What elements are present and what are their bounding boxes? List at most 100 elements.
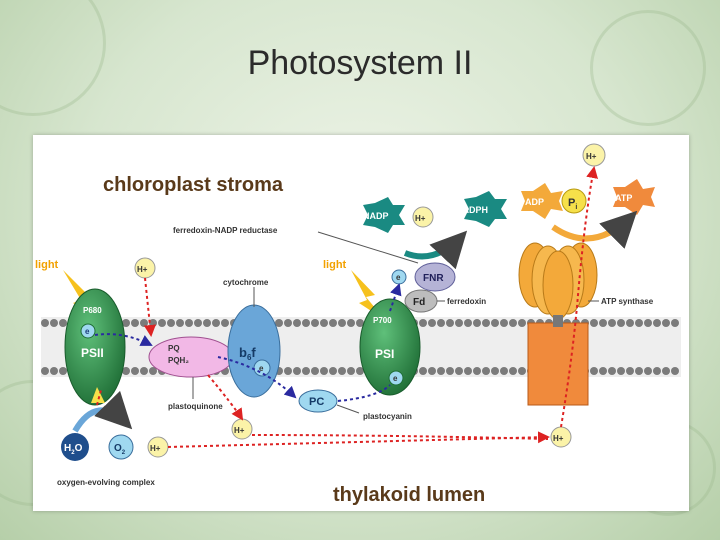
lipid-head	[662, 319, 670, 327]
lipid-head	[212, 319, 220, 327]
h-plus-stroma-nadp: H+	[412, 206, 434, 228]
lipid-head	[185, 319, 193, 327]
svg-text:light: light	[35, 259, 59, 271]
diagram-canvas: chloroplast stroma thylakoid lumen light…	[35, 143, 681, 506]
lipid-head	[662, 367, 670, 375]
label-cytochrome: cytochrome	[223, 278, 269, 287]
lipid-head	[599, 367, 607, 375]
svg-text:O2: O2	[114, 443, 126, 456]
lipid-head	[347, 367, 355, 375]
svg-text:light: light	[323, 259, 347, 271]
h-plus-lumen-right: H+	[550, 426, 572, 448]
lipid-head	[590, 367, 598, 375]
lipid-head	[455, 367, 463, 375]
lipid-head	[41, 319, 49, 327]
lipid-head	[221, 319, 229, 327]
lipid-head	[455, 319, 463, 327]
water-splitting-arrow	[72, 390, 133, 433]
lipid-head	[644, 319, 652, 327]
svg-text:e: e	[393, 374, 398, 383]
lipid-head	[491, 319, 499, 327]
svg-text:PQH₂: PQH₂	[168, 356, 189, 365]
lipid-head	[671, 319, 679, 327]
lipid-head	[284, 319, 292, 327]
decorative-circle-2	[590, 10, 706, 126]
lipid-head	[446, 319, 454, 327]
lipid-head	[356, 319, 364, 327]
photosynthesis-diagram: chloroplast stroma thylakoid lumen light…	[33, 135, 689, 511]
svg-text:PSI: PSI	[375, 347, 394, 361]
svg-text:e: e	[396, 273, 401, 282]
svg-text:H+: H+	[553, 434, 564, 443]
lipid-head	[311, 367, 319, 375]
lipid-head	[356, 367, 364, 375]
lipid-head	[473, 367, 481, 375]
lipid-head	[320, 367, 328, 375]
svg-text:P700: P700	[373, 316, 392, 325]
lipid-head	[158, 319, 166, 327]
ferredoxin-fd: Fd	[404, 289, 438, 313]
lipid-head	[608, 367, 616, 375]
svg-text:H2O: H2O	[64, 443, 83, 456]
label-plastocyanin: plastocyanin	[363, 412, 412, 421]
lipid-head	[491, 367, 499, 375]
svg-text:FNR: FNR	[423, 273, 444, 284]
lipid-head	[347, 319, 355, 327]
label-plastoquinone: plastoquinone	[168, 402, 223, 411]
svg-text:ATP: ATP	[615, 193, 632, 203]
atp-synthesis-arrow	[551, 210, 638, 249]
lipid-head	[311, 319, 319, 327]
lipid-head	[482, 319, 490, 327]
lipid-head	[122, 367, 130, 375]
lipid-head	[176, 319, 184, 327]
lipid-head	[509, 367, 517, 375]
label-ferredoxin-nadp-reductase: ferredoxin-NADP reductase	[173, 226, 278, 235]
adp-badge: ADP	[521, 183, 563, 219]
svg-text:P680: P680	[83, 306, 102, 315]
svg-text:NADP: NADP	[363, 211, 389, 221]
lipid-head	[428, 319, 436, 327]
lipid-head	[140, 319, 148, 327]
proton-transport-path	[96, 166, 599, 448]
lipid-head	[500, 367, 508, 375]
lipid-head	[446, 367, 454, 375]
svg-text:PSII: PSII	[81, 346, 104, 360]
lipid-head	[167, 319, 175, 327]
lipid-head	[437, 367, 445, 375]
lipid-head	[293, 319, 301, 327]
lipid-head	[203, 319, 211, 327]
lipid-head	[626, 367, 634, 375]
lipid-head	[419, 367, 427, 375]
lipid-head	[122, 319, 130, 327]
lipid-head	[617, 367, 625, 375]
annotation-lines	[192, 231, 599, 414]
svg-text:Pi: Pi	[568, 197, 577, 211]
h-plus-stroma-left: H+	[134, 257, 156, 279]
lipid-head	[320, 319, 328, 327]
lipid-head	[140, 367, 148, 375]
lipid-head	[275, 319, 283, 327]
svg-text:PC: PC	[309, 396, 324, 408]
water-h2o: H2O	[61, 433, 89, 461]
lipid-head	[50, 319, 58, 327]
svg-text:H+: H+	[137, 265, 148, 274]
label-atp-synthase: ATP synthase	[601, 297, 654, 306]
oec-marker	[91, 387, 105, 403]
label-ferredoxin: ferredoxin	[447, 297, 486, 306]
pi-badge: Pi	[561, 188, 587, 214]
svg-text:H+: H+	[234, 426, 245, 435]
lipid-head	[329, 319, 337, 327]
lipid-head	[131, 367, 139, 375]
lipid-head	[626, 319, 634, 327]
slide-title: Photosystem II	[247, 44, 473, 82]
lipid-head	[500, 319, 508, 327]
svg-text:b6f: b6f	[239, 345, 256, 362]
svg-text:Fd: Fd	[413, 297, 425, 308]
atp-synthase	[518, 242, 598, 406]
light-bolt-right: light	[323, 259, 385, 320]
nadp-badge: NADP	[363, 197, 405, 233]
svg-text:H+: H+	[415, 214, 426, 223]
lipid-head	[428, 367, 436, 375]
lumen-label: thylakoid lumen	[333, 484, 485, 506]
lipid-head	[590, 319, 598, 327]
